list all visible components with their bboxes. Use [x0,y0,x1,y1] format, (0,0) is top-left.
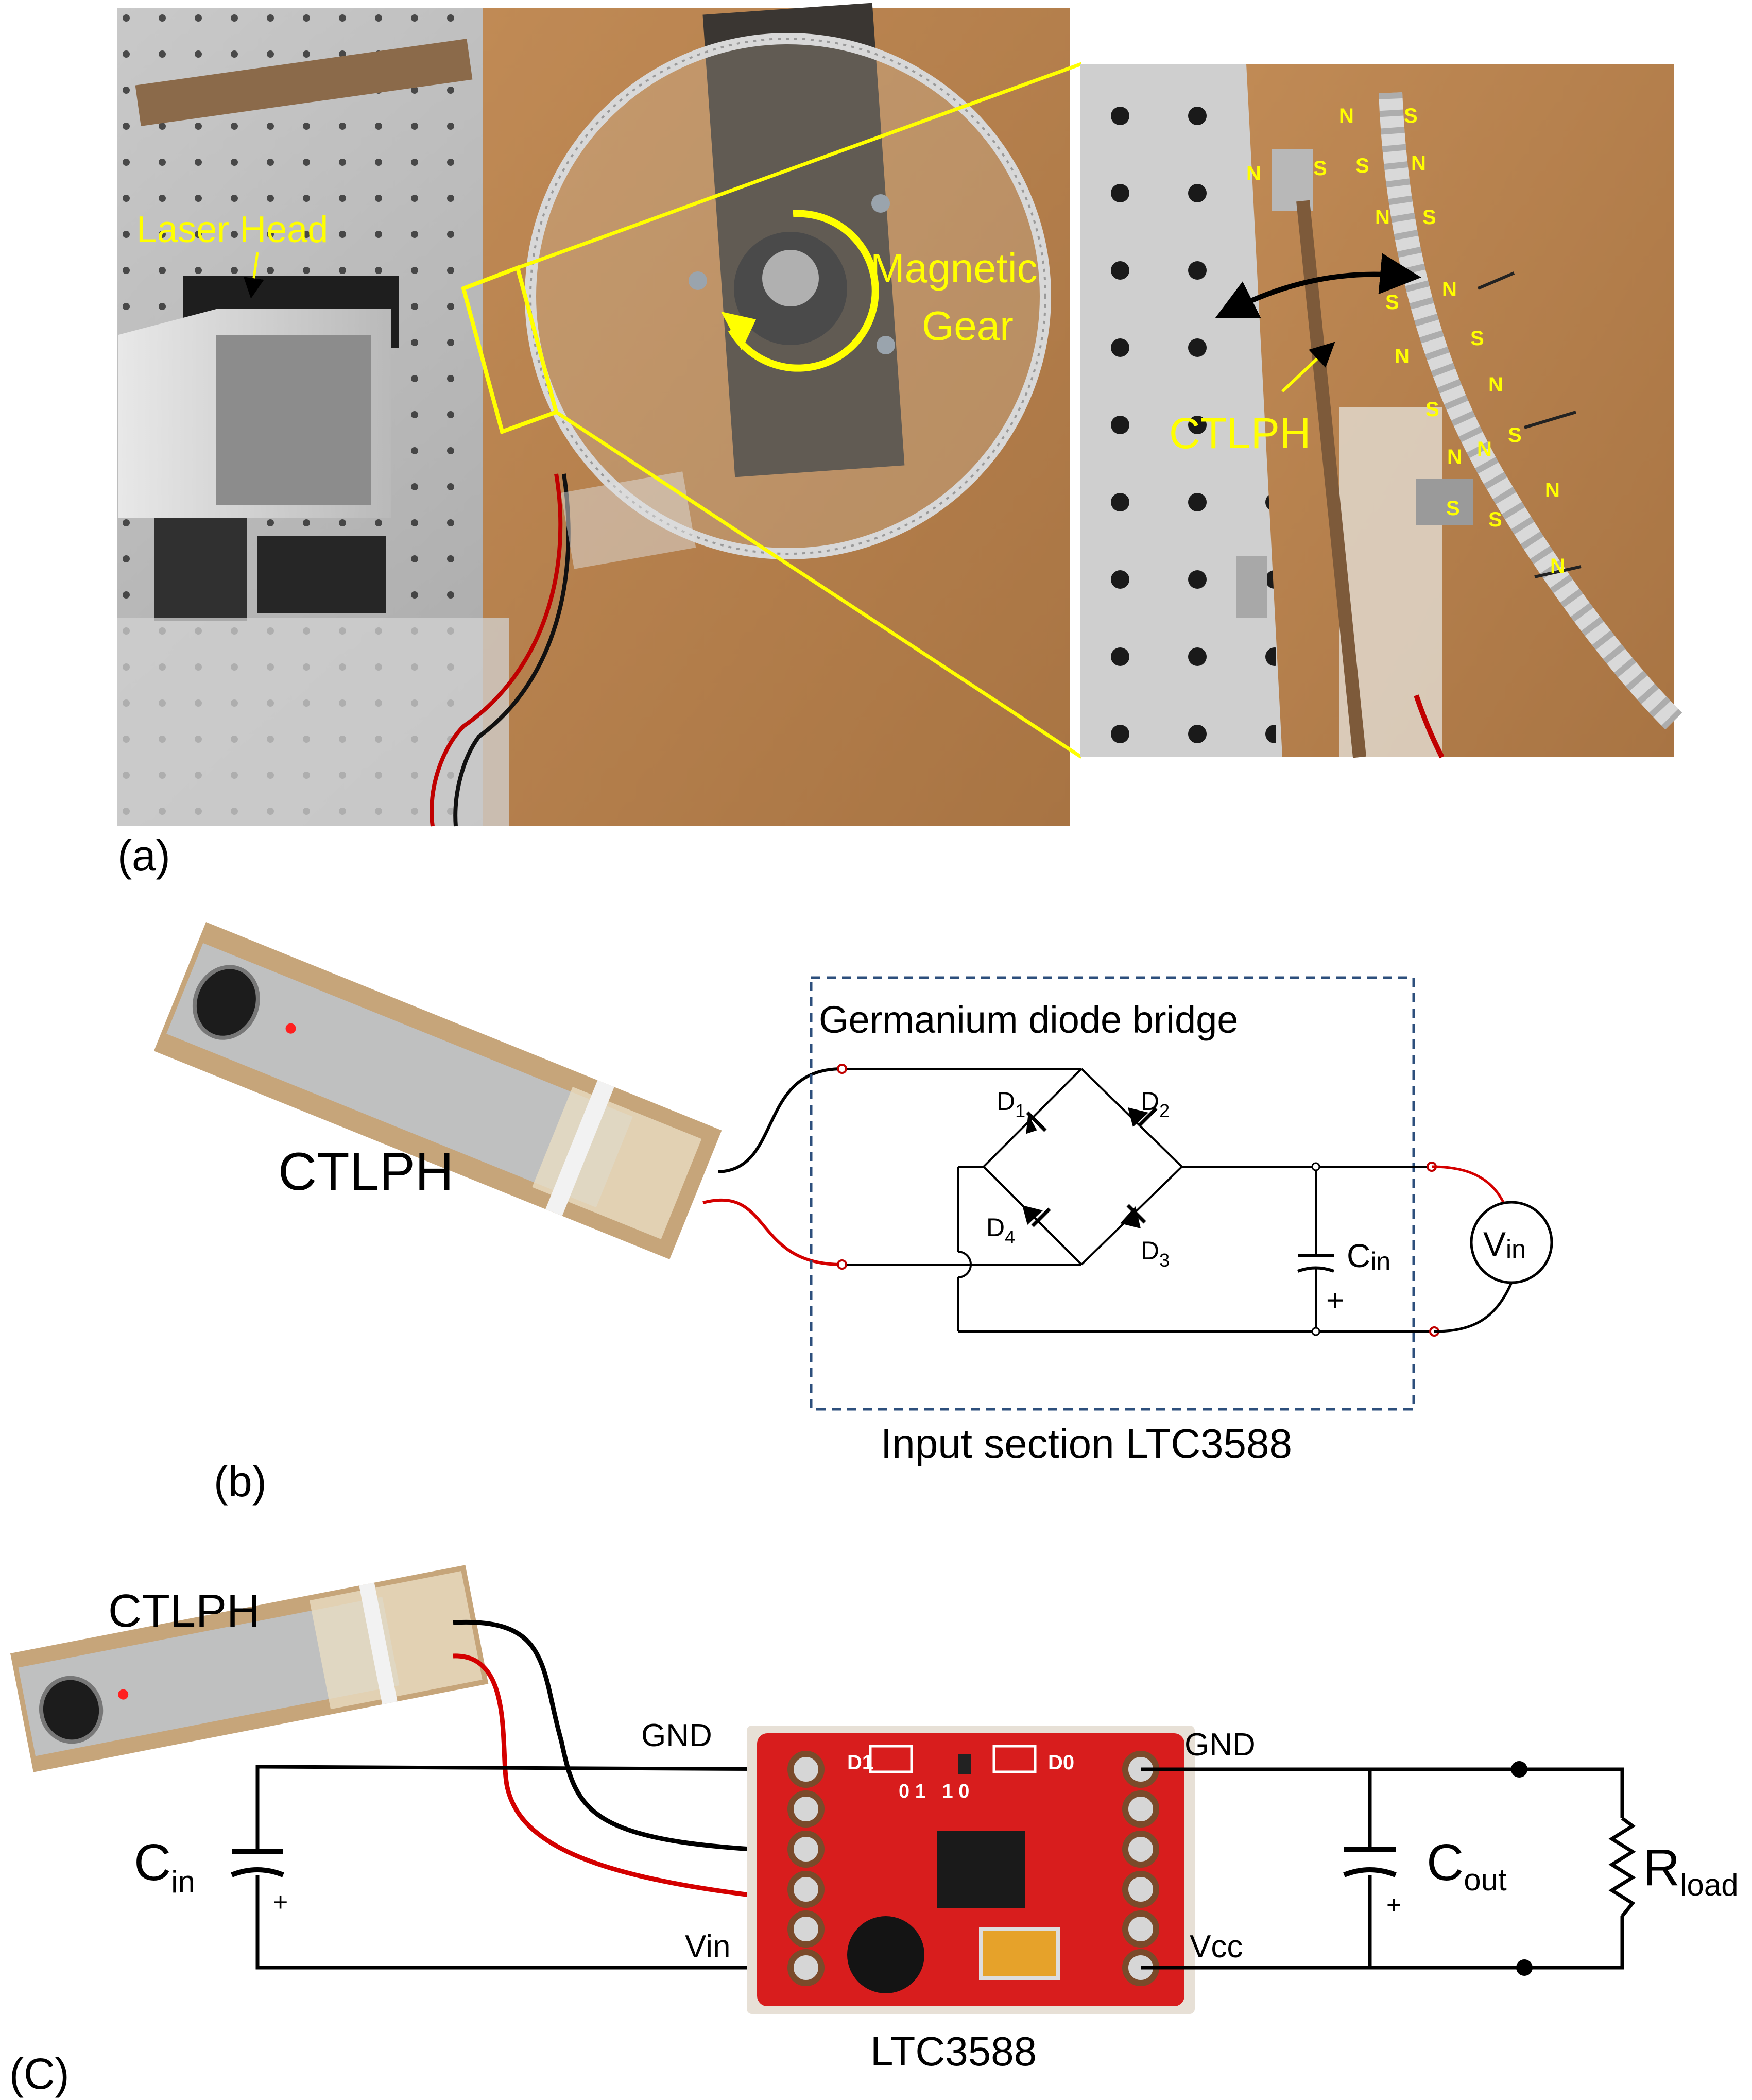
vin-meter [1470,1201,1553,1284]
ltc3588-board: D1 D0 0 1 1 0 [747,1726,1195,2014]
pole-label: S [1470,327,1484,350]
bridge-wires [842,1068,1434,1333]
cout-plus: + [1386,1890,1401,1919]
ltc3588-caption: LTC3588 [870,2028,1037,2074]
panel-a-inset [1080,64,1682,759]
pin-header-left [787,1751,825,1986]
pole-label: N [1339,105,1354,127]
pole-label: N [1411,152,1426,175]
input-section-caption: Input section LTC3588 [881,1421,1292,1466]
diode-d2 [1128,1107,1148,1127]
cin-loop [255,1765,806,1970]
diode-d4 [1022,1205,1043,1225]
magnetic-gear-label-line2: Gear [922,303,1014,349]
ctlph-pointer [1281,342,1335,393]
d4-label: D4 [986,1213,1015,1248]
board-d0-label: D0 [1048,1751,1074,1774]
pole-label: S [1404,105,1418,127]
pole-label: S [1508,424,1522,447]
rload-resistor [1608,1817,1636,1918]
ctlph-inset-label: CTLPH [1169,409,1311,457]
laser-head-label: Laser Head [136,209,328,250]
panel-b-label: (b) [214,1457,267,1506]
oscillation-arrow [1215,253,1421,318]
board-d1-label: D1 [847,1751,873,1774]
cin-label-c: Cin [134,1834,195,1899]
output-loop [1141,1767,1624,1970]
input-section-box [810,976,1415,1411]
diode-d2-bar [1138,1107,1158,1127]
pole-label: N [1447,446,1462,468]
pole-label: S [1385,291,1399,314]
meter-lead-black [1434,1282,1513,1333]
panel-a-photo [117,3,1070,827]
lead-black-b [718,1067,843,1173]
meter-lead-red [1431,1165,1506,1206]
ctlph-c-label: CTLPH [108,1585,260,1637]
diode-d1 [1026,1114,1037,1134]
magnetic-gear-label-line1: Magnetic [870,245,1038,291]
diode-d1-bar [1026,1111,1047,1132]
panel-c: CTLPH Cin + [9,1565,1739,2098]
pole-label: N [1375,206,1390,229]
gnd-left-label: GND [641,1718,712,1753]
inductor [847,1916,924,1993]
board-jumper-bits: 0 1 1 0 [899,1781,969,1802]
pole-label: N [1442,278,1457,301]
d2-label: D2 [1141,1087,1170,1121]
gnd-right-label: GND [1184,1727,1256,1763]
laser-head-pointer [244,252,264,299]
pole-labels: N S N S S N N S S N N S S N N S N S N S … [1246,105,1565,577]
bridge-title: Germanium diode bridge [819,998,1238,1041]
zoom-line-bottom [555,411,1083,759]
inset-holes [1080,64,1276,757]
vin-pin-label: Vin [685,1929,731,1965]
cin-plus-b: + [1326,1283,1344,1318]
d1-label: D1 [997,1087,1025,1121]
pole-label: S [1313,157,1327,180]
pole-label: N [1550,555,1565,577]
rload-label: Rload [1643,1839,1739,1902]
panel-c-label: (C) [9,2050,70,2098]
pole-label: S [1425,398,1439,421]
d3-label: D3 [1141,1236,1170,1271]
cin-plate-bottom [1297,1266,1335,1273]
terminal [837,1064,847,1074]
tantalum-cap [979,1927,1060,1980]
panel-a-label: (a) [117,831,170,880]
diodes [1022,1107,1158,1228]
pole-label: N [1395,345,1410,368]
panel-b: CTLPH Germanium diode bridge Input secti… [153,922,1553,1506]
pole-label: S [1488,508,1502,531]
pole-label: N [1545,479,1560,502]
vcc-pin-label: Vcc [1190,1929,1243,1965]
rotation-arrow [728,210,879,372]
cout-label: Cout [1427,1834,1507,1897]
zoom-line-top [517,62,1083,270]
pole-label: N [1246,162,1261,185]
harvester-photo-c [10,1565,489,1772]
lead-red-b [702,1198,843,1266]
pole-label: S [1355,155,1369,177]
junction-dot [1511,1761,1527,1778]
pole-label: N [1488,373,1503,396]
pole-label: N [1477,438,1492,460]
cin-c-plate-bottom [231,1867,284,1877]
cin-plus-c: + [273,1888,288,1917]
terminal [837,1259,847,1270]
diode-d4-bar [1031,1207,1051,1227]
lead-red-c [453,1653,801,1903]
lead-black-c [453,1619,804,1854]
pole-label: S [1422,206,1436,229]
pole-label: S [1446,497,1460,520]
harvester-photo-b [153,922,722,1259]
ctlph-b-label: CTLPH [278,1142,454,1202]
cin-label-b: Cin [1347,1237,1390,1276]
junction-dot [1516,1959,1533,1976]
vin-meter-label: Vin [1483,1225,1526,1264]
ic-chip [937,1831,1025,1908]
cout-plate-bottom [1343,1867,1397,1877]
diode-d3-bar [1126,1204,1146,1224]
